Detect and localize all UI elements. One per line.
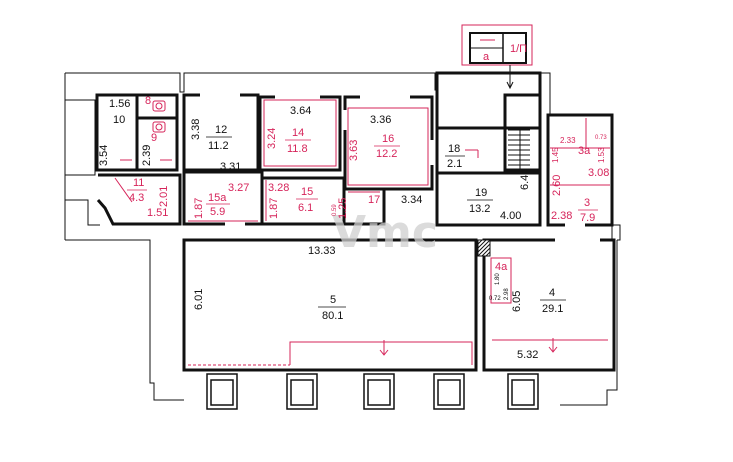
openings (200, 93, 600, 242)
stair-entrance-label: a (483, 51, 490, 63)
dim-5-32: 5.32 (517, 349, 538, 361)
dim-0-72: 0.72 (489, 296, 501, 302)
room-number-4a: 4a (495, 261, 508, 273)
room-number-8: 8 (145, 95, 151, 107)
room-area-5: 80.1 (322, 310, 343, 322)
dim-6-44: 6.44 (519, 169, 531, 190)
stair-code-label: 1/П (510, 43, 527, 55)
room-area-16: 12.2 (376, 148, 397, 160)
dim-2-39: 2.39 (141, 145, 153, 166)
room-number-4: 4 (549, 287, 555, 299)
dim-0-73: 0.73 (595, 135, 607, 141)
dim-3-27: 3.27 (228, 182, 249, 194)
room-area-3: 7.9 (580, 212, 595, 224)
dim-1-45: 1.45 (551, 147, 560, 163)
dim-2-98: 2.98 (504, 288, 510, 300)
room-number-3: 3 (584, 197, 590, 209)
bay-windows (206, 373, 539, 410)
dim-3-64: 3.64 (290, 105, 311, 117)
dim-1-56: 1.56 (109, 98, 130, 110)
sanitary-fixtures (152, 100, 166, 133)
room-number-16: 16 (382, 133, 394, 145)
room-area-14: 11.8 (287, 143, 308, 155)
room-number-15: 15 (301, 186, 313, 198)
dim-1-80: 1.80 (495, 273, 501, 285)
room-number-17: 17 (368, 194, 380, 206)
dim-1-87-left: 1.87 (193, 198, 205, 219)
watermark: Vmc (332, 207, 438, 258)
dimension-labels: 1.56 3.54 2.39 3.38 3.31 3.64 3.24 3.36 … (98, 98, 609, 361)
dim-6-05: 6.05 (511, 291, 523, 312)
room-number-15a: 15a (208, 192, 227, 204)
dim-4-00: 4.00 (500, 210, 521, 222)
room-area-19: 13.2 (469, 203, 490, 215)
room-number-3a: 3a (578, 145, 591, 157)
room-number-18: 18 (448, 143, 460, 155)
hatched-column (477, 239, 491, 257)
dim-2-33: 2.33 (560, 136, 576, 145)
dim-13-33: 13.33 (308, 245, 336, 257)
room-number-10: 10 (113, 114, 125, 126)
room-area-12: 11.2 (208, 140, 229, 152)
stairs (508, 128, 530, 170)
dim-3-24: 3.24 (266, 128, 278, 149)
stair-entrance: a 1/П (461, 24, 533, 90)
dim-3-38: 3.38 (190, 119, 202, 140)
room-number-12: 12 (215, 124, 227, 136)
dim-3-36: 3.36 (370, 114, 391, 126)
dim-1-87-right: 1.87 (268, 198, 280, 219)
dim-3-28: 3.28 (268, 182, 289, 194)
room-area-11: 4.3 (129, 192, 144, 204)
room-area-15a: 5.9 (210, 206, 225, 218)
room-number-14: 14 (292, 127, 304, 139)
dim-3-63: 3.63 (348, 140, 360, 161)
dim-3-34: 3.34 (401, 194, 422, 206)
room-number-19: 19 (475, 187, 487, 199)
room-labels: 10 8 9 11 4.3 12 11.2 14 11.8 16 12.2 15… (113, 95, 598, 322)
dim-6-01: 6.01 (193, 289, 205, 310)
room-number-5: 5 (330, 294, 336, 306)
dim-0-59: 0.59 (332, 204, 338, 216)
room-number-11: 11 (133, 177, 144, 189)
dim-3-31: 3.31 (220, 161, 241, 173)
dim-2-60: 2.60 (551, 175, 563, 196)
red-partitions (114, 99, 610, 366)
dim-1-25: 1.25 (337, 198, 349, 219)
room-number-9: 9 (151, 132, 157, 144)
room-area-15: 6.1 (298, 202, 313, 214)
dim-3-08: 3.08 (588, 167, 609, 179)
dim-1-53: 1.53 (597, 147, 606, 163)
room-area-4: 29.1 (542, 303, 563, 315)
dim-3-54: 3.54 (98, 145, 110, 166)
dim-2-01: 2.01 (158, 186, 170, 207)
room-area-18: 2.1 (447, 158, 462, 170)
dim-2-38: 2.38 (551, 210, 572, 222)
dim-1-51: 1.51 (147, 207, 168, 219)
